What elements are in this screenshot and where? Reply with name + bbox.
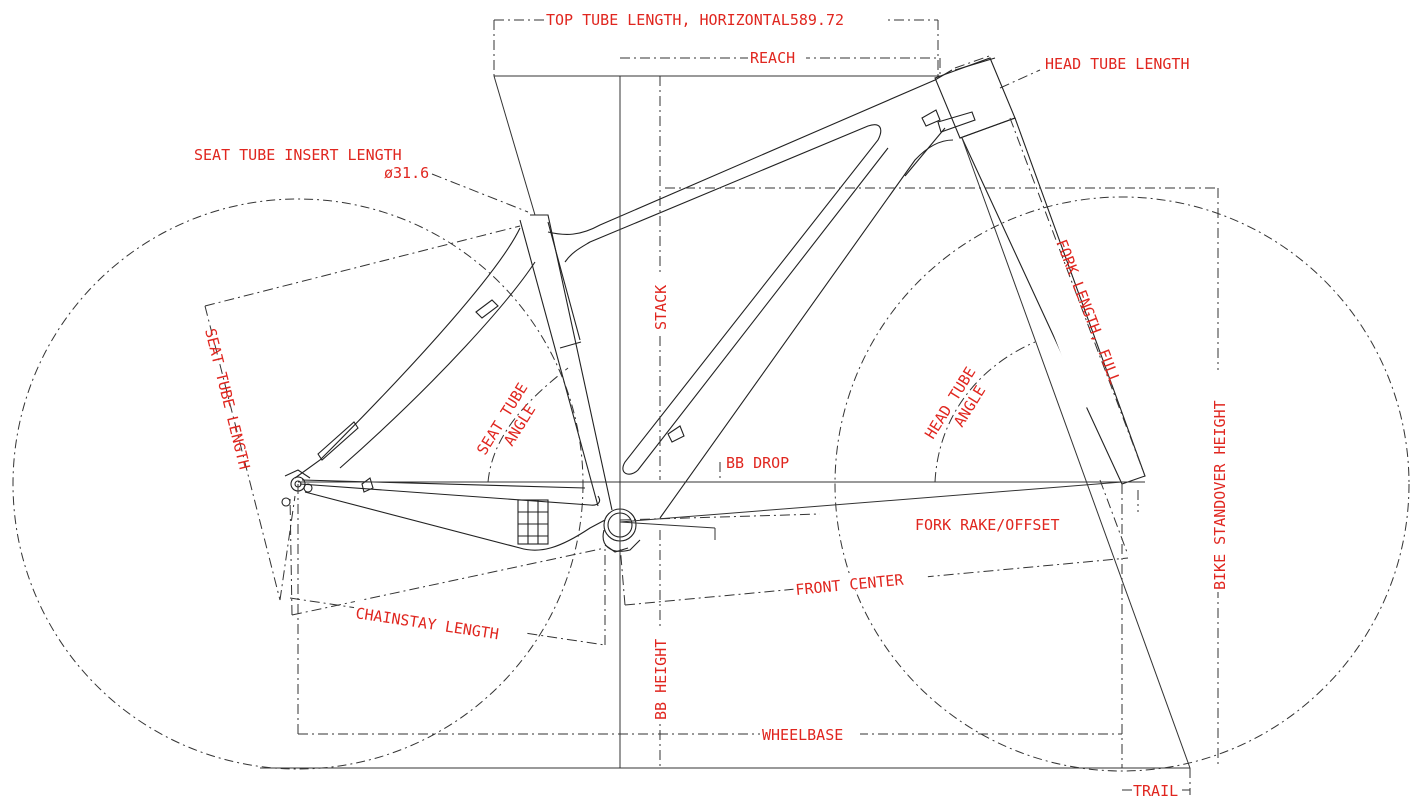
bb-drop-label: BB DROP [726, 454, 789, 472]
top-tube-length-label: TOP TUBE LENGTH, HORIZONTAL589.72 [546, 11, 844, 29]
bb-height-label: BB HEIGHT [652, 639, 670, 720]
front-wheel [834, 196, 1410, 772]
head-tube-length-label: HEAD TUBE LENGTH [1045, 55, 1190, 73]
seat-tube-length-label: SEAT TUBE LENGTH [201, 327, 253, 472]
reach-label: REACH [750, 49, 795, 67]
stack-label: STACK [652, 285, 670, 330]
construction-lines [260, 75, 1191, 769]
wheelbase-label: WHEELBASE [762, 726, 843, 744]
trail-label: TRAIL [1133, 782, 1178, 800]
frame [281, 57, 1146, 553]
seatpost-diameter-label: ø31.6 [384, 164, 429, 182]
seat-tube-insert-length-label: SEAT TUBE INSERT LENGTH [194, 146, 402, 164]
bike-standover-height-label: BIKE STANDOVER HEIGHT [1211, 400, 1229, 590]
fork-rake-offset-label: FORK RAKE/OFFSET [915, 516, 1060, 534]
dimension-labels: TOP TUBE LENGTH, HORIZONTAL589.72 REACH … [194, 10, 1229, 800]
rear-wheel [12, 198, 584, 770]
front-center-label: FRONT CENTER [795, 571, 906, 599]
dimension-lines [204, 19, 1219, 795]
